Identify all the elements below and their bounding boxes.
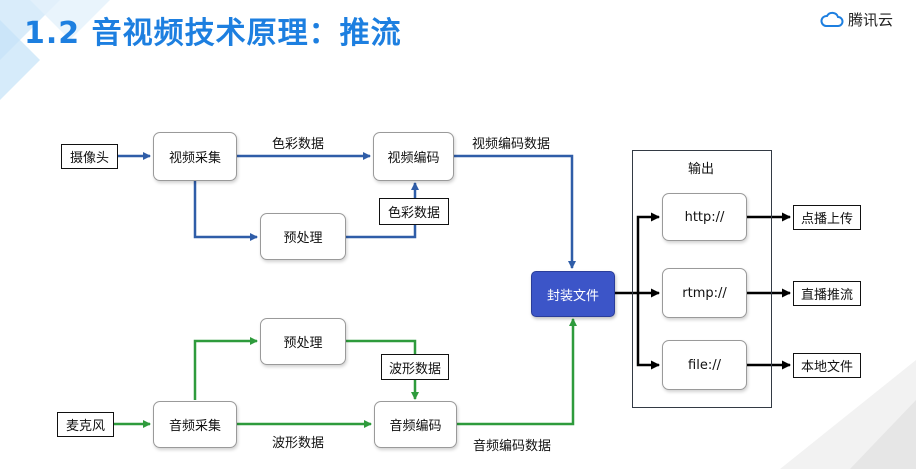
output-group: [632, 150, 772, 408]
audio-raw-label-box: 波形数据: [381, 354, 449, 380]
audio-raw-label: 波形数据: [272, 436, 325, 451]
brand-name: 腾讯云: [848, 10, 894, 29]
brand-logo: 腾讯云: [820, 6, 893, 32]
output-title: 输出: [688, 162, 715, 177]
audio-encode-node: 音频编码: [374, 401, 457, 448]
video-raw-label: 色彩数据: [272, 137, 325, 152]
microphone-node: 麦克风: [57, 412, 114, 437]
cloud-icon: [820, 11, 844, 27]
video-raw-label-box: 色彩数据: [379, 198, 449, 225]
audio-capture-node: 音频采集: [153, 401, 237, 448]
video-encode-node: 视频编码: [373, 132, 454, 181]
output-file-node: file://: [662, 340, 747, 390]
output-lines: [615, 212, 791, 370]
slide-title: 1.2 音视频技术原理：推流: [24, 16, 402, 51]
audio-encoded-label: 音频编码数据: [473, 439, 552, 454]
live-push-node: 直播推流: [793, 281, 861, 306]
output-rtmp-node: rtmp://: [662, 268, 747, 318]
local-file-node: 本地文件: [793, 353, 861, 378]
audio-preprocess-node: 预处理: [260, 318, 346, 365]
video-capture-node: 视频采集: [153, 132, 237, 181]
output-http-node: http://: [662, 193, 747, 241]
video-preprocess-node: 预处理: [260, 213, 346, 260]
encapsulate-node: 封装文件: [531, 271, 615, 317]
camera-node: 摄像头: [61, 144, 118, 169]
vod-upload-node: 点播上传: [793, 205, 861, 230]
video-encoded-label: 视频编码数据: [472, 137, 551, 152]
